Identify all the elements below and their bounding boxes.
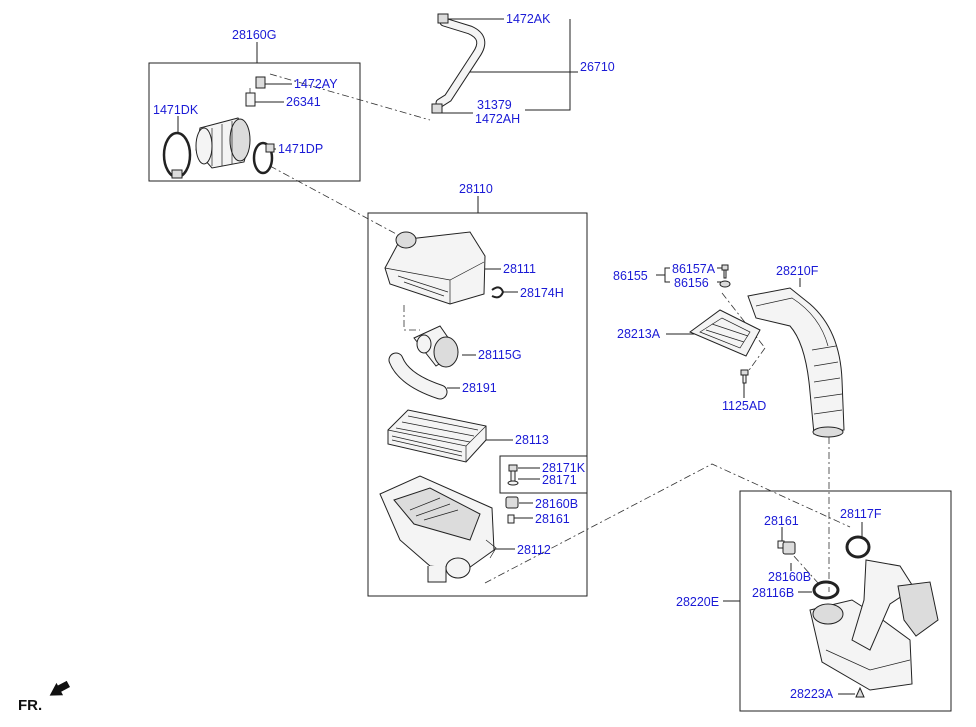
group-box-28171 [499, 455, 588, 494]
connector-line [269, 73, 431, 121]
bolt-1125AD [740, 369, 749, 384]
connector-line [721, 292, 766, 349]
hose-clamp-1471DK [162, 131, 192, 179]
bolt-86157A [719, 264, 731, 288]
front-direction-label: FR. [18, 697, 42, 714]
air-cleaner-cover-28111 [384, 231, 486, 305]
grommet-28160B [505, 496, 519, 509]
label-28113: 28113 [515, 433, 549, 447]
bolt-28223A [855, 686, 865, 698]
connector-line [403, 305, 420, 331]
intake-duct-28210F [747, 287, 845, 438]
label-86157A: 86157A [672, 262, 716, 276]
label-86156: 86156 [674, 276, 709, 290]
air-flow-sensor-26341 [245, 76, 266, 107]
label-28112: 28112 [517, 543, 551, 557]
label-28174H: 28174H [520, 286, 564, 300]
label-28160B: 28160B [535, 497, 578, 511]
label-28161: 28161 [535, 512, 570, 526]
arrow-down-left-icon [49, 680, 71, 696]
label-28161-right: 28161 [764, 514, 799, 528]
label-1472AY: 1472AY [294, 77, 338, 91]
breather-hose-26710 [431, 13, 486, 114]
label-28220E: 28220E [676, 595, 719, 609]
label-28116B: 28116B [752, 586, 794, 600]
group-box-28160G [148, 62, 361, 182]
hose-28191 [388, 352, 448, 400]
connector-line [783, 544, 819, 584]
bolt-28171K [507, 464, 519, 486]
hose-clamp-1471DP [252, 141, 275, 175]
leader-lines [177, 18, 863, 695]
label-28223A: 28223A [790, 687, 834, 701]
label-31379: 31379 [477, 98, 512, 112]
label-1471DK: 1471DK [153, 103, 199, 117]
label-86155: 86155 [613, 269, 648, 283]
connector-line [746, 347, 766, 374]
air-flow-body-28160G [195, 117, 251, 169]
label-28111: 28111 [503, 262, 536, 276]
label-1125AD: 1125AD [722, 399, 766, 413]
air-duct-28115G [413, 325, 459, 368]
seal-ring-28116B [812, 580, 840, 600]
label-1471DP: 1471DP [278, 142, 323, 156]
filter-element-28113 [387, 409, 487, 463]
label-28171: 28171 [542, 473, 577, 487]
label-28210F: 28210F [776, 264, 819, 278]
label-28115G: 28115G [478, 348, 522, 362]
label-1472AH: 1472AH [475, 112, 520, 126]
label-28117F: 28117F [840, 507, 882, 521]
label-28191: 28191 [462, 381, 497, 395]
label-28160B-right: 28160B [768, 570, 811, 584]
label-28160G: 28160G [232, 28, 276, 42]
label-28171K: 28171K [542, 461, 586, 475]
connector-line [484, 463, 851, 584]
label-26710: 26710 [580, 60, 615, 74]
air-cleaner-body-28112 [379, 475, 497, 583]
label-28213A: 28213A [617, 327, 661, 341]
connector-line [269, 165, 401, 237]
clip-28174H [491, 286, 505, 299]
label-26341: 26341 [286, 95, 321, 109]
label-28110: 28110 [459, 182, 493, 196]
bracket-28213A [688, 309, 761, 357]
label-1472AK: 1472AK [506, 12, 551, 26]
resonator-28220E [809, 559, 939, 691]
pin-28161 [507, 514, 515, 524]
grommet-28160B-right [782, 541, 796, 555]
seal-ring-28117F [845, 535, 871, 559]
